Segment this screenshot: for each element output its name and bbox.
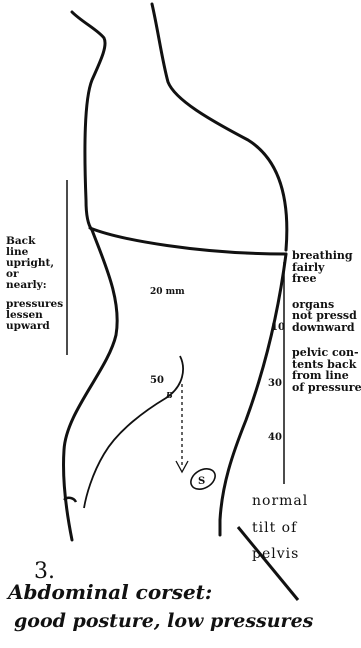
pressure-label-50: 50 — [150, 376, 164, 387]
pelvic-note: pelvic con- tents back from line of pres… — [292, 347, 361, 393]
note-line: downward — [292, 322, 361, 334]
pressure-label-20mm: 20 mm — [150, 288, 185, 297]
breathing-note: breathing fairly free — [292, 250, 361, 285]
caption-title: Abdominal corset: — [8, 582, 212, 603]
front-outline-chest — [152, 4, 287, 250]
tilt-line: pelvis — [252, 541, 352, 568]
pelvis-tilt-note: normal tilt of pelvis — [252, 488, 352, 568]
tilt-line: normal — [252, 488, 352, 515]
scale-number-30: 30 — [268, 378, 282, 389]
note-line: free — [292, 273, 361, 285]
left-note-line: nearly: — [6, 280, 66, 291]
tilt-line: tilt of — [252, 515, 352, 542]
note-line: not pressd — [292, 310, 361, 322]
left-annotation: Back line upright, or nearly: pressures … — [6, 236, 66, 332]
left-note-line: upward — [6, 321, 66, 332]
caption-subtitle: good posture, low pressures — [14, 612, 313, 632]
note-line: breathing — [292, 250, 361, 262]
scale-number-10: 10 — [271, 322, 285, 333]
ellipse-label: S — [198, 476, 205, 487]
pressure-label-b: B — [166, 391, 173, 399]
right-annotation: breathing fairly free organs not pressd … — [292, 250, 361, 407]
pressure-curve — [84, 356, 183, 508]
back-outline-upper — [72, 12, 105, 230]
note-line: of pressure — [292, 382, 361, 394]
scale-number-40: 40 — [268, 432, 282, 443]
back-outline-lower — [63, 230, 117, 540]
corset-top-line — [90, 228, 286, 254]
organs-note: organs not pressd downward — [292, 299, 361, 334]
